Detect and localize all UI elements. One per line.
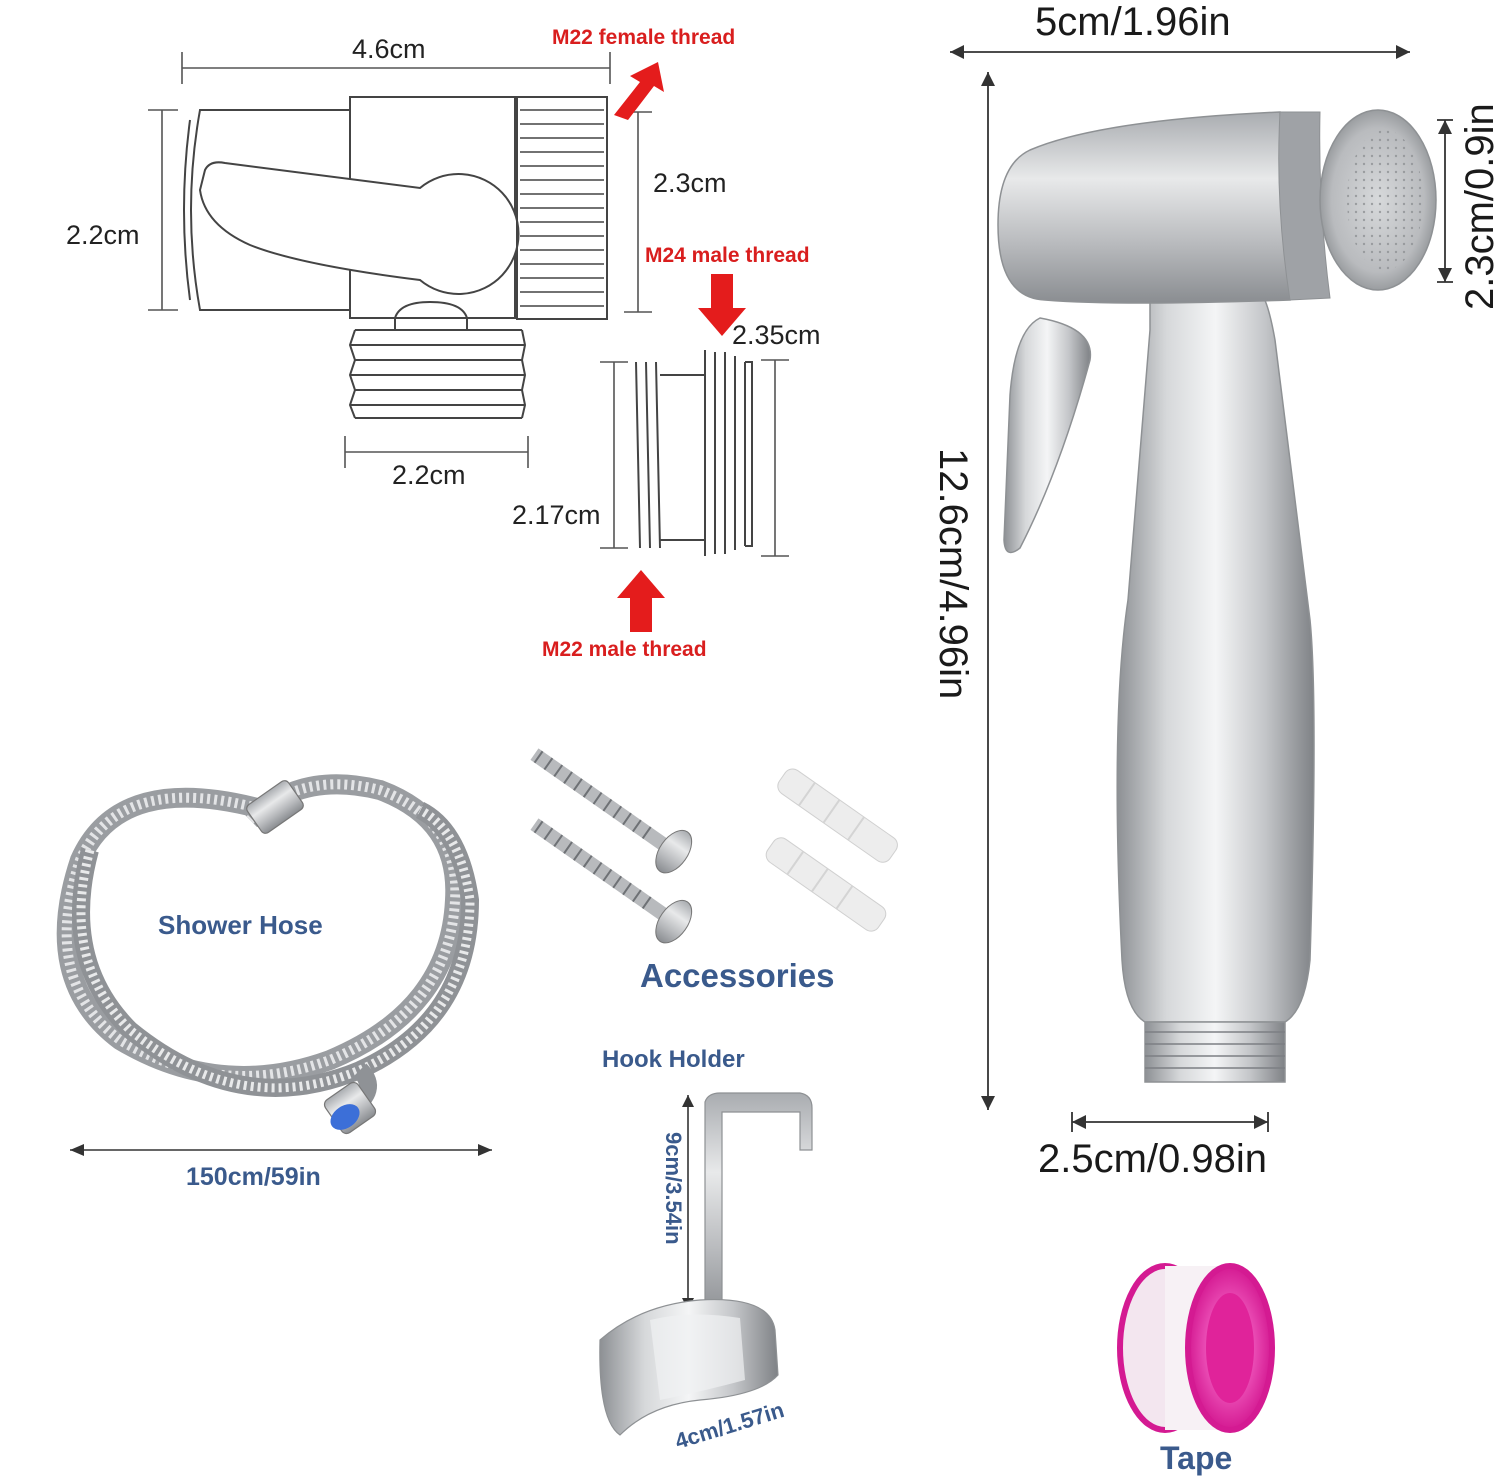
tape-roll-drawing	[1117, 1263, 1275, 1433]
valve-height-label: 2.2cm	[66, 220, 140, 250]
sprayer-base-label: 2.5cm/0.98in	[1038, 1137, 1268, 1181]
shower-hose-drawing	[56, 774, 492, 1156]
female-thread-label: M22 female thread	[552, 26, 736, 49]
sprayer-drawing	[950, 45, 1453, 1132]
hose-length-label: 150cm/59in	[186, 1163, 321, 1191]
valve-dimension-lines	[148, 52, 652, 468]
adapter-left-height-label: 2.17cm	[512, 500, 601, 530]
adapter-right-height-label: 2.35cm	[732, 320, 821, 350]
valve-width-label: 4.6cm	[352, 34, 426, 64]
adapter-drawing	[600, 350, 789, 557]
anchors-drawing	[765, 768, 898, 932]
m24-thread-arrow	[698, 274, 746, 336]
sprayer-width-label: 5cm/1.96in	[1035, 0, 1231, 44]
m24-thread-label: M24 male thread	[645, 244, 810, 267]
valve-drawing	[148, 52, 652, 468]
hook-height-label: 9cm/3.54in	[661, 1132, 686, 1245]
tape-label: Tape	[1160, 1440, 1233, 1476]
m22-thread-label: M22 male thread	[542, 638, 707, 661]
valve-nut-ridges	[520, 109, 604, 307]
hook-holder-label: Hook Holder	[602, 1046, 745, 1073]
valve-thread-height-label: 2.3cm	[653, 168, 727, 198]
hook-holder-drawing	[599, 1092, 813, 1436]
valve-base-width-label: 2.2cm	[392, 460, 466, 490]
sprayer-head-label: 2.3cm/0.9in	[1458, 103, 1499, 310]
valve-outlet-threads	[348, 329, 527, 419]
sprayer-height-label: 12.6cm/4.96in	[931, 448, 975, 700]
accessories-label: Accessories	[640, 957, 835, 994]
female-thread-arrow	[614, 62, 664, 120]
screws-drawing	[530, 748, 693, 944]
m22-thread-arrow	[617, 570, 665, 632]
shower-hose-label: Shower Hose	[158, 910, 323, 940]
